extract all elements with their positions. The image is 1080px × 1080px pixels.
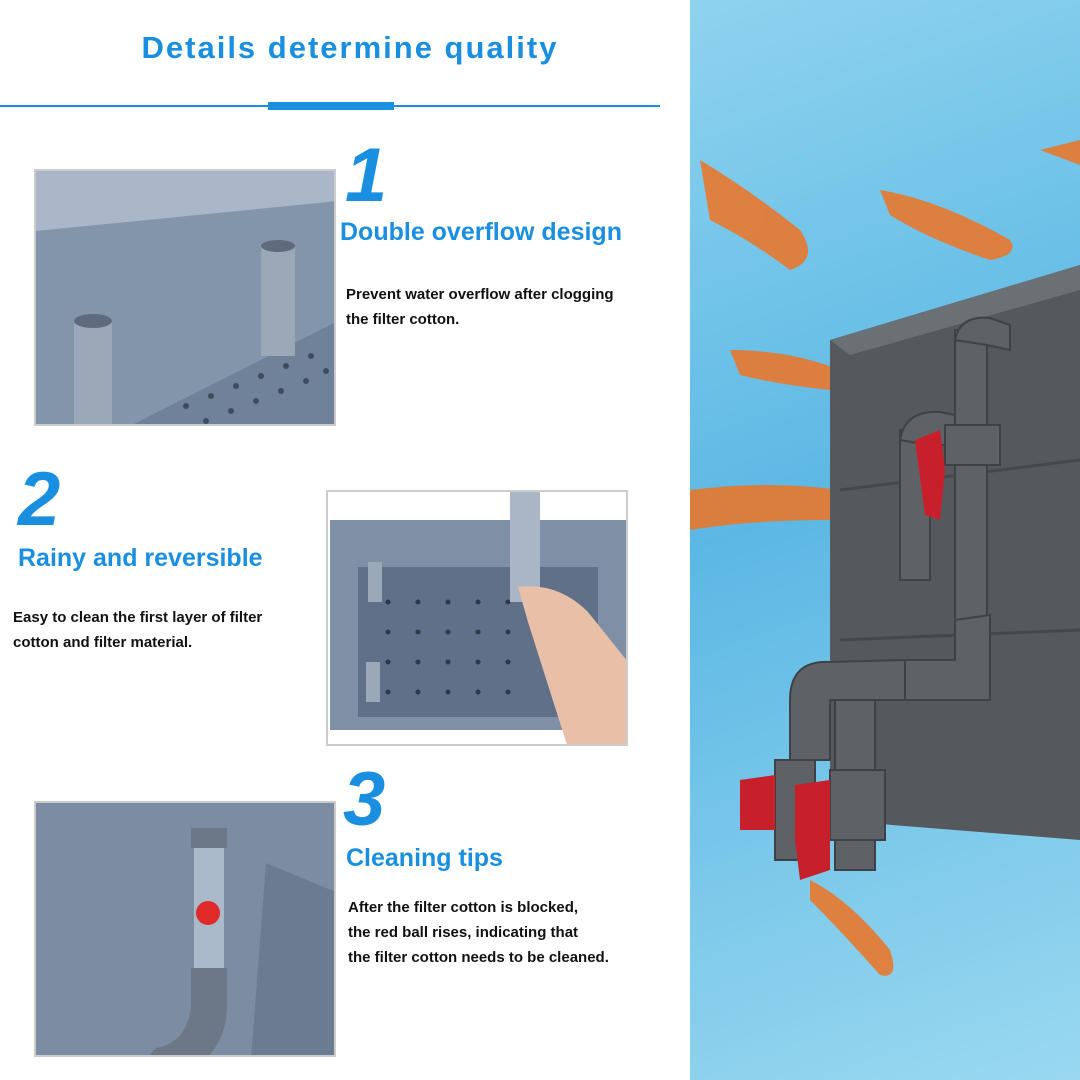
step-number-1: 1 xyxy=(345,133,388,218)
step-heading-2: Rainy and reversible xyxy=(18,544,263,572)
page-title: Details determine quality xyxy=(141,30,559,65)
description-line: Easy to clean the first layer of filter xyxy=(13,609,263,626)
title-divider-accent xyxy=(268,102,394,110)
step-description-3: After the filter cotton is blocked, the … xyxy=(348,895,609,970)
step-description-1: Prevent water overflow after clogging th… xyxy=(346,282,614,332)
description-line: the filter cotton needs to be cleaned. xyxy=(348,949,609,966)
overflow-pipes-photo xyxy=(34,169,336,426)
description-line: cotton and filter material. xyxy=(13,634,193,651)
description-line: the red ball rises, indicating that xyxy=(348,924,579,941)
product-hero-image xyxy=(690,0,1080,1080)
indicator-ball-photo xyxy=(34,801,336,1057)
goldfish-decoration xyxy=(690,140,1080,976)
red-valve-handles xyxy=(740,430,945,880)
step-heading-1: Double overflow design xyxy=(340,218,622,246)
step-number-3: 3 xyxy=(343,757,386,842)
description-line: After the filter cotton is blocked, xyxy=(348,899,579,916)
removable-tray-photo xyxy=(326,490,628,746)
description-line: the filter cotton. xyxy=(346,311,460,328)
step-number-2: 2 xyxy=(18,457,61,542)
step-heading-3: Cleaning tips xyxy=(346,844,503,872)
step-description-2: Easy to clean the first layer of filter … xyxy=(13,605,262,655)
description-line: Prevent water overflow after clogging xyxy=(346,286,614,303)
